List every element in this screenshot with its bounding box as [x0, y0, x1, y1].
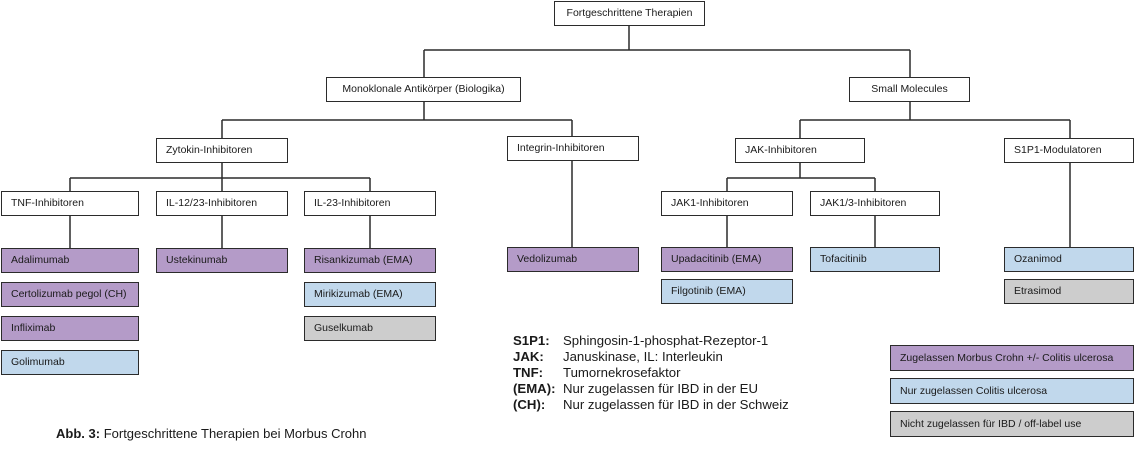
drug-risankizumab: Risankizumab (EMA): [304, 248, 436, 273]
node-jak1-inhibitoren: JAK1-Inhibitoren: [661, 191, 793, 216]
node-il1223-inhibitoren: IL-12/23-Inhibitoren: [156, 191, 288, 216]
figure-caption: Abb. 3: Fortgeschrittene Therapien bei M…: [56, 426, 366, 441]
abbr-label: S1P1:: [513, 333, 550, 348]
abbreviation-s1p1: S1P1: Sphingosin-1-phosphat-Rezeptor-1: [513, 333, 789, 349]
abbr-label: (CH):: [513, 397, 546, 412]
drug-upadacitinib: Upadacitinib (EMA): [661, 247, 793, 272]
node-small-molecules: Small Molecules: [849, 77, 970, 102]
node-s1p1-modulatoren: S1P1-Modulatoren: [1004, 138, 1134, 163]
drug-mirikizumab: Mirikizumab (EMA): [304, 282, 436, 307]
drug-certolizumab: Certolizumab pegol (CH): [1, 282, 139, 307]
abbreviation-ch: (CH): Nur zugelassen für IBD in der Schwe…: [513, 397, 789, 413]
drug-ozanimod: Ozanimod: [1004, 247, 1134, 272]
node-biologika: Monoklonale Antikörper (Biologika): [326, 77, 521, 102]
caption-label: Abb. 3:: [56, 426, 101, 441]
abbr-text: Sphingosin-1-phosphat-Rezeptor-1: [563, 333, 769, 348]
abbreviation-jak: JAK: Januskinase, IL: Interleukin: [513, 349, 789, 365]
abbr-text: Nur zugelassen für IBD in der Schweiz: [563, 397, 789, 412]
caption-text: Fortgeschrittene Therapien bei Morbus Cr…: [103, 426, 367, 441]
abbr-text: Nur zugelassen für IBD in der EU: [563, 381, 758, 396]
abbr-label: TNF:: [513, 365, 544, 380]
abbr-text: Tumornekrosefaktor: [563, 365, 681, 380]
drug-adalimumab: Adalimumab: [1, 248, 139, 273]
abbr-label: (EMA):: [513, 381, 556, 396]
node-root: Fortgeschrittene Therapien: [554, 1, 705, 26]
node-il23-inhibitoren: IL-23-Inhibitoren: [304, 191, 436, 216]
abbr-text: Januskinase, IL: Interleukin: [563, 349, 723, 364]
drug-etrasimod: Etrasimod: [1004, 279, 1134, 304]
drug-filgotinib: Filgotinib (EMA): [661, 279, 793, 304]
drug-golimumab: Golimumab: [1, 350, 139, 375]
node-jak13-inhibitoren: JAK1/3-Inhibitoren: [810, 191, 940, 216]
node-integrin-inhibitoren: Integrin-Inhibitoren: [507, 136, 639, 161]
drug-guselkumab: Guselkumab: [304, 316, 436, 341]
legend-blue: Nur zugelassen Colitis ulcerosa: [890, 378, 1134, 404]
legend-purple: Zugelassen Morbus Crohn +/- Colitis ulce…: [890, 345, 1134, 371]
abbreviation-ema: (EMA): Nur zugelassen für IBD in der EU: [513, 381, 789, 397]
abbreviation-list: S1P1: Sphingosin-1-phosphat-Rezeptor-1 JA…: [513, 333, 789, 413]
drug-vedolizumab: Vedolizumab: [507, 247, 639, 272]
drug-tofacitinib: Tofacitinib: [810, 247, 940, 272]
node-tnf-inhibitoren: TNF-Inhibitoren: [1, 191, 139, 216]
legend-grey: Nicht zugelassen für IBD / off-label use: [890, 411, 1134, 437]
abbreviation-tnf: TNF: Tumornekrosefaktor: [513, 365, 789, 381]
node-jak-inhibitoren: JAK-Inhibitoren: [735, 138, 865, 163]
node-zytokin-inhibitoren: Zytokin-Inhibitoren: [156, 138, 288, 163]
abbr-label: JAK:: [513, 349, 544, 364]
drug-ustekinumab: Ustekinumab: [156, 248, 288, 273]
drug-infliximab: Infliximab: [1, 316, 139, 341]
